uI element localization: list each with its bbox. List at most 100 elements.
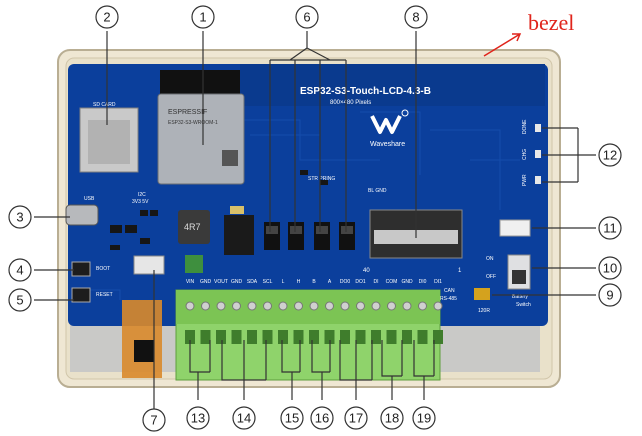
- status-leds: [535, 124, 541, 184]
- terminal-label: SCL: [263, 279, 273, 285]
- callout-number: 17: [349, 411, 363, 426]
- callout-number: 18: [385, 411, 399, 426]
- terminal-label: GND: [231, 279, 243, 285]
- callout-number: 2: [103, 10, 110, 25]
- terminal-screw: [418, 301, 427, 311]
- capacitor: [230, 206, 244, 214]
- terminal-slot: [200, 330, 211, 344]
- battery-connector: [499, 219, 531, 237]
- callout-circle: [280, 406, 304, 430]
- callout-number: 1: [199, 10, 206, 25]
- terminal-label: H: [297, 279, 301, 285]
- jumper-headers: [264, 222, 355, 250]
- module-line2: ESP32-S3-WROOM-1: [168, 120, 218, 126]
- terminal-label: A: [328, 279, 332, 285]
- waveshare-logo: [370, 109, 409, 134]
- callout-number: 19: [417, 411, 431, 426]
- reset-button: [71, 287, 91, 303]
- callout-circle: [344, 406, 368, 430]
- terminal-slot: [433, 330, 443, 344]
- terminal-slot: [417, 330, 428, 344]
- sd-card-label: SD CARD: [93, 102, 116, 108]
- callout-circle: [232, 406, 256, 430]
- pwr-label: PWR: [522, 174, 528, 186]
- callout-circle: [598, 216, 622, 240]
- callout-circle: [95, 5, 119, 29]
- terminal-label: GND: [200, 279, 212, 285]
- terminal-slot: [262, 330, 273, 344]
- switch-label: Switch: [516, 302, 531, 308]
- leader-lines: [34, 31, 596, 410]
- terminal-slot: [247, 330, 257, 344]
- terminal-screw: [294, 301, 303, 311]
- terminal-label: DO0: [340, 279, 351, 285]
- pcb-top-strip: [240, 64, 545, 106]
- power-switch-knob: [512, 270, 526, 284]
- terminal-screw: [356, 301, 365, 311]
- terminal-slot: [324, 330, 335, 344]
- terminal-slot: [371, 330, 381, 344]
- callout-circle: [8, 205, 32, 229]
- bl-gnd-label: BL GND: [368, 188, 387, 194]
- terminal-label: VIN: [186, 279, 195, 285]
- inductor-label: 4R7: [184, 222, 201, 232]
- callout-number: 5: [16, 293, 23, 308]
- callout-circle: [142, 408, 166, 432]
- terminal-screw: [216, 301, 226, 311]
- callout-circle: [380, 406, 404, 430]
- callout-number: 9: [606, 288, 613, 303]
- terminal-screw: [185, 301, 195, 311]
- callout-circle: [598, 283, 622, 307]
- terminal-screw: [371, 301, 381, 311]
- pin-40-label: 40: [363, 268, 370, 274]
- terminal-slot: [355, 330, 366, 344]
- callout-circle: [310, 406, 334, 430]
- boot-label: BOOT: [96, 266, 110, 272]
- can-rs485-switch: [474, 288, 490, 300]
- terminal-screw: [402, 301, 412, 311]
- terminal-screw: [325, 301, 334, 311]
- terminal-slot: [231, 330, 242, 344]
- callout-number: 3: [16, 210, 23, 225]
- terminal-slot: [293, 330, 304, 344]
- callout-circle: [186, 406, 210, 430]
- str-label: STR PRING: [308, 176, 335, 182]
- orange-fpc-chip: [134, 340, 154, 362]
- callout-circle: [598, 256, 622, 280]
- terminal-label: VOUT: [214, 279, 228, 285]
- callout-number: 6: [303, 10, 310, 25]
- board-title: ESP32-S3-Touch-LCD-4.3-B: [300, 86, 431, 97]
- chg-label: CHG: [522, 149, 528, 160]
- callout-number: 14: [237, 411, 251, 426]
- callout-circle: [412, 406, 436, 430]
- esp32-antenna: [160, 70, 240, 96]
- terminal-slot: [216, 330, 226, 344]
- orange-fpc-cable: [122, 300, 162, 378]
- terminal-label: DO1: [355, 279, 366, 285]
- esp32-module: [157, 93, 245, 185]
- callout-number: 12: [603, 148, 617, 163]
- terminal-slot: [309, 330, 319, 344]
- module-qr: [222, 150, 238, 166]
- usb-label: USB: [84, 196, 95, 202]
- pin-1-label: 1: [458, 268, 462, 274]
- off-label: OFF: [486, 274, 496, 280]
- sd-card-inner: [88, 120, 130, 164]
- done-label: DONE: [522, 119, 528, 134]
- r120-label: 120R: [478, 308, 490, 314]
- i2c-label: I2C: [138, 192, 146, 198]
- terminal-label: B: [312, 279, 316, 285]
- terminal-label: GND: [401, 279, 413, 285]
- reset-label: RESET: [96, 292, 113, 298]
- callout-number: 16: [315, 411, 329, 426]
- callout-circle: [8, 288, 32, 312]
- callout-number: 4: [16, 263, 23, 278]
- board-resolution: 800×480 Pixels: [330, 100, 371, 106]
- rs485-label: RS-485: [440, 296, 457, 302]
- callout-number: 8: [412, 10, 419, 25]
- terminal-screw: [433, 301, 443, 311]
